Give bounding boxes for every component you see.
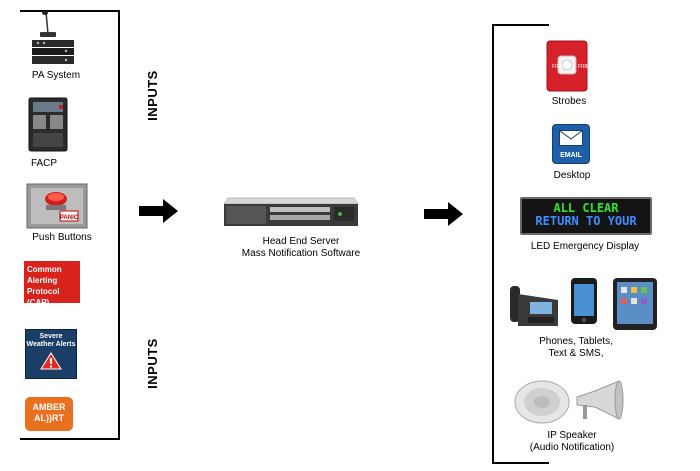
led-display-line1: ALL CLEAR — [553, 201, 619, 215]
facp-label: FACP — [30, 158, 58, 169]
inputs-heading-bottom: INPUTS — [144, 338, 160, 389]
outputs-bracket — [492, 24, 549, 464]
arrow-right-icon — [424, 202, 463, 226]
led-display-label: LED Emergency Display — [530, 241, 640, 252]
inputs-heading-top: INPUTS — [144, 70, 160, 121]
warning-triangle-icon — [40, 352, 62, 370]
server-label-line2: Mass Notification Software — [241, 248, 361, 259]
ceiling-speaker-icon — [514, 380, 570, 424]
svg-text:PANIC: PANIC — [60, 215, 79, 221]
server-label-line1: Head End Server — [262, 236, 340, 247]
email-icon-text: EMAIL — [560, 152, 582, 159]
facp-panel-icon — [28, 97, 68, 152]
severe-weather-text: Severe Weather Alerts — [26, 333, 76, 348]
amber-alert-text: AMBER AL))RT — [32, 402, 66, 423]
push-buttons-label: Push Buttons — [32, 232, 92, 243]
cap-badge: Common Alerting Protocol (CAP) — [24, 261, 80, 307]
pa-system-icon — [26, 10, 78, 68]
ip-speaker-label-line1: IP Speaker — [547, 430, 597, 441]
inputs-bracket — [20, 10, 120, 440]
desk-phone-icon — [510, 286, 558, 326]
arrow-right-icon — [139, 199, 178, 223]
cap-badge-text: Common Alerting Protocol (CAP) — [27, 265, 62, 307]
desktop-label: Desktop — [553, 170, 591, 181]
smartphone-icon — [571, 278, 597, 324]
phones-label-line1: Phones, Tablets, — [539, 336, 613, 347]
push-button-icon: PANIC — [26, 183, 88, 229]
phones-label-line2: Text & SMS, — [548, 348, 604, 359]
severe-weather-badge: Severe Weather Alerts — [25, 329, 77, 379]
tablet-icon — [613, 278, 657, 330]
server-icon — [223, 197, 359, 226]
amber-alert-badge: AMBER AL))RT — [25, 397, 73, 431]
led-display: ALL CLEAR RETURN TO YOUR — [520, 197, 652, 235]
svg-text:FIRE: FIRE — [578, 64, 588, 70]
horn-speaker-icon — [576, 380, 624, 420]
strobe-icon: FIRE FIRE — [546, 40, 588, 92]
svg-text:FIRE: FIRE — [552, 64, 564, 70]
strobes-label: Strobes — [551, 96, 587, 107]
led-display-line2: RETURN TO YOUR — [535, 214, 637, 228]
email-icon: EMAIL — [552, 124, 590, 164]
ip-speaker-label-line2: (Audio Notification) — [529, 442, 615, 453]
pa-system-label: PA System — [31, 70, 81, 81]
